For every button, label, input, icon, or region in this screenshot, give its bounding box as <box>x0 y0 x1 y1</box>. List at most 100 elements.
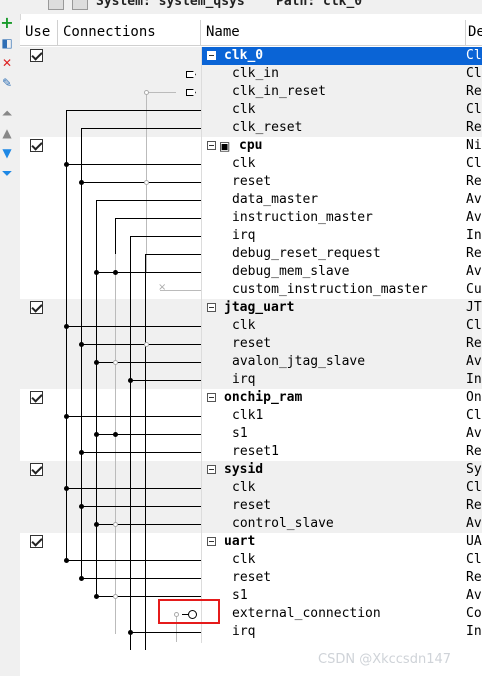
selected-row-highlight <box>201 47 482 65</box>
connection-stub <box>96 596 201 597</box>
open-connection-point[interactable] <box>144 342 149 347</box>
column-header-connections[interactable]: Connections <box>58 20 201 46</box>
port-name[interactable]: s1 <box>232 588 248 603</box>
connection-junction[interactable] <box>79 342 84 347</box>
connection-junction[interactable] <box>94 270 99 275</box>
use-checkbox-jtag_uart[interactable] <box>30 301 43 314</box>
component-name-jtag_uart[interactable]: jtag_uart <box>224 300 295 315</box>
use-checkbox-cpu[interactable] <box>30 139 43 152</box>
port-name[interactable]: clk <box>232 156 256 171</box>
use-checkbox-onchip_ram[interactable] <box>30 391 43 404</box>
connect-icon[interactable]: ◧ <box>1 36 13 50</box>
move-up-icon[interactable]: ▲ <box>2 126 12 140</box>
connection-junction[interactable] <box>64 414 69 419</box>
export-arrow-icon[interactable] <box>186 71 196 78</box>
component-name-sysid[interactable]: sysid <box>224 462 264 477</box>
connection-stub <box>66 416 201 417</box>
collapse-toggle-cpu[interactable] <box>207 141 216 150</box>
port-name[interactable]: clk <box>232 552 256 567</box>
open-connection-point[interactable] <box>144 180 149 185</box>
port-name[interactable]: reset <box>232 336 272 351</box>
open-connection-point[interactable] <box>144 90 149 95</box>
connection-junction[interactable] <box>64 324 69 329</box>
port-name[interactable]: s1 <box>232 426 248 441</box>
port-name[interactable]: irq <box>232 228 256 243</box>
component-name-onchip_ram[interactable]: onchip_ram <box>224 390 303 405</box>
remove-icon[interactable]: ✕ <box>1 56 13 70</box>
collapse-toggle-uart[interactable] <box>207 537 216 546</box>
port-name[interactable]: clk_reset <box>232 120 303 135</box>
move-down-icon[interactable]: ▼ <box>2 146 12 160</box>
watermark: CSDN @Xkccsdn147 <box>318 652 452 667</box>
connection-stub <box>130 380 201 381</box>
description-cell: Cl <box>466 552 482 567</box>
port-name[interactable]: reset1 <box>232 444 279 459</box>
port-name[interactable]: irq <box>232 372 256 387</box>
column-header-name[interactable]: Name <box>201 20 466 46</box>
port-name[interactable]: instruction_master <box>232 210 373 225</box>
connection-stub <box>96 362 201 363</box>
connection-junction[interactable] <box>94 594 99 599</box>
connection-junction[interactable] <box>64 558 69 563</box>
open-connection-point[interactable] <box>113 594 118 599</box>
connection-junction[interactable] <box>79 504 84 509</box>
connection-junction[interactable] <box>64 162 69 167</box>
port-name[interactable]: clk <box>232 318 256 333</box>
description-cell: Cl <box>466 156 482 171</box>
port-name[interactable]: reset <box>232 498 272 513</box>
port-name[interactable]: custom_instruction_master <box>232 282 428 297</box>
connection-stub <box>81 128 201 129</box>
description-cell: Av <box>466 516 482 531</box>
move-bottom-icon[interactable]: ⏷ <box>2 166 12 180</box>
component-name-uart[interactable]: uart <box>224 534 256 549</box>
column-header-description[interactable]: De <box>466 20 482 46</box>
port-name[interactable]: control_slave <box>232 516 334 531</box>
add-icon[interactable]: + <box>0 13 14 32</box>
connection-junction[interactable] <box>128 630 133 635</box>
port-name[interactable]: avalon_jtag_slave <box>232 354 366 369</box>
port-name[interactable]: irq <box>232 624 256 639</box>
connection-junction[interactable] <box>79 180 84 185</box>
connection-junction[interactable] <box>94 522 99 527</box>
connection-junction[interactable] <box>79 576 84 581</box>
port-name[interactable]: data_master <box>232 192 319 207</box>
port-name[interactable]: clk <box>232 480 256 495</box>
connection-junction[interactable] <box>128 378 133 383</box>
port-name[interactable]: clk_in <box>232 66 279 81</box>
use-checkbox-uart[interactable] <box>30 535 43 548</box>
collapse-toggle-clk_0[interactable] <box>207 51 216 60</box>
connection-junction[interactable] <box>64 486 69 491</box>
port-name[interactable]: reset <box>232 174 272 189</box>
description-cell: Cl <box>466 318 482 333</box>
open-connection-point[interactable] <box>113 360 118 365</box>
collapse-toggle-jtag_uart[interactable] <box>207 303 216 312</box>
port-name[interactable]: debug_mem_slave <box>232 264 350 279</box>
collapse-toggle-onchip_ram[interactable] <box>207 393 216 402</box>
connection-junction[interactable] <box>113 432 118 437</box>
export-arrow-icon[interactable] <box>186 89 196 96</box>
connection-stub <box>66 326 201 327</box>
connection-junction[interactable] <box>94 360 99 365</box>
component-name-cpu[interactable]: cpu <box>239 138 263 153</box>
port-name[interactable]: clk_in_reset <box>232 84 326 99</box>
highlight-annotation-box <box>158 599 220 624</box>
use-checkbox-clk_0[interactable] <box>30 49 43 62</box>
component-name-clk_0[interactable]: clk_0 <box>224 48 264 63</box>
move-top-icon[interactable]: ⏶ <box>2 106 12 120</box>
open-connection-point[interactable] <box>174 612 179 617</box>
port-name[interactable]: clk1 <box>232 408 264 423</box>
port-name[interactable]: external_connection <box>232 606 381 621</box>
use-checkbox-sysid[interactable] <box>30 463 43 476</box>
export-circle-icon[interactable] <box>188 610 197 619</box>
description-cell: Cu <box>466 282 482 297</box>
edit-icon[interactable]: ✎ <box>1 76 13 90</box>
open-connection-point[interactable] <box>113 522 118 527</box>
connection-junction[interactable] <box>113 270 118 275</box>
port-name[interactable]: clk <box>232 102 256 117</box>
connection-junction[interactable] <box>94 432 99 437</box>
connection-junction[interactable] <box>79 450 84 455</box>
collapse-toggle-sysid[interactable] <box>207 465 216 474</box>
port-name[interactable]: reset <box>232 570 272 585</box>
column-header-use[interactable]: Use <box>20 20 58 46</box>
port-name[interactable]: debug_reset_request <box>232 246 381 261</box>
